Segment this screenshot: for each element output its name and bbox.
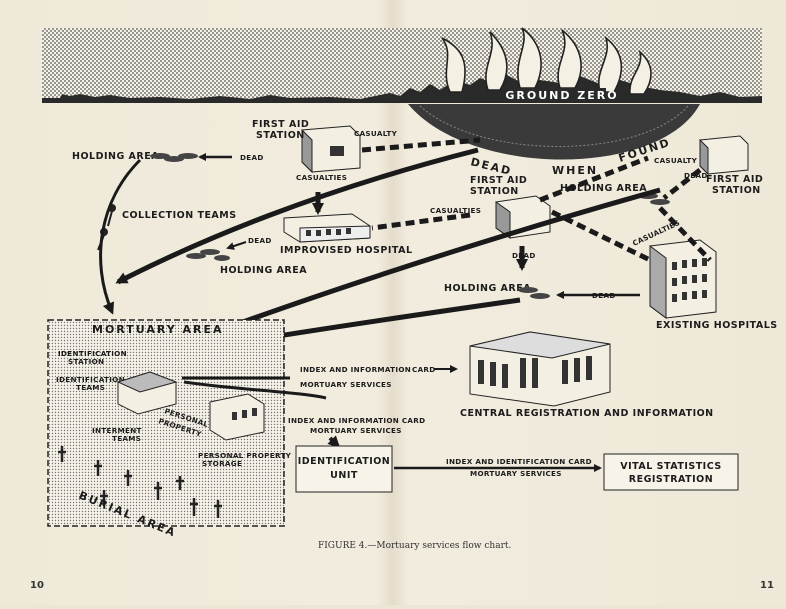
- first-aid-label-center-1: FIRST AID: [470, 175, 527, 186]
- casualty-label-right: CASUALTY: [654, 156, 698, 165]
- identification-teams-label-2: TEAMS: [76, 383, 105, 392]
- first-aid-label-left-2: STATION: [256, 130, 305, 141]
- existing-hospitals-label: EXISTING HOSPITALS: [656, 320, 778, 331]
- mortuary-services-label-1: MORTUARY SERVICES: [300, 380, 392, 389]
- personal-property-storage-1: PERSONAL PROPERTY: [198, 451, 292, 460]
- personal-property-building: [209, 393, 265, 441]
- holding-area-label-center: HOLDING AREA: [560, 183, 647, 194]
- first-aid-station-left: [301, 125, 361, 174]
- holding-area-label-left: HOLDING AREA: [72, 151, 159, 162]
- central-registration-label: CENTRAL REGISTRATION AND INFORMATION: [460, 408, 714, 419]
- personal-property-storage-2: STORAGE: [202, 459, 242, 468]
- first-aid-label-right-1: FIRST AID: [706, 174, 763, 185]
- identification-station-building: [116, 371, 178, 415]
- dashed-flow-lines: [361, 137, 712, 263]
- improvised-hospital-label: IMPROVISED HOSPITAL: [280, 245, 413, 256]
- first-aid-label-center-2: STATION: [470, 186, 519, 197]
- casualty-label-left: CASUALTY: [354, 129, 398, 138]
- card-label: CARD: [412, 365, 436, 374]
- first-aid-label-right-2: STATION: [712, 185, 761, 196]
- vital-statistics-box: [603, 453, 739, 491]
- page-number-right: 11: [760, 580, 774, 591]
- vital-statistics-label-2: REGISTRATION: [629, 474, 713, 485]
- fire-flames: [441, 27, 652, 95]
- central-registration-building: [469, 331, 611, 407]
- interment-teams-label-2: TEAMS: [112, 434, 141, 443]
- grave-crosses: [58, 446, 222, 518]
- identification-unit-label-2: UNIT: [330, 470, 358, 481]
- interment-teams-label-1: INTERMENT: [92, 426, 142, 435]
- bodies-left-holding: [150, 153, 198, 162]
- ground-zero-label-box: [518, 88, 606, 102]
- ground-zero-crater: [408, 104, 700, 160]
- identification-station-label-1: IDENTIFICATION: [58, 349, 127, 358]
- holding-area-label-lower: HOLDING AREA: [444, 283, 531, 294]
- improvised-hospital-building: [283, 213, 371, 243]
- collection-teams-label: COLLECTION TEAMS: [122, 210, 237, 221]
- index-information-card-label: INDEX AND INFORMATION CARD: [288, 416, 425, 425]
- mortuary-services-label-3: MORTUARY SERVICES: [470, 469, 562, 478]
- holding-area-label-mid: HOLDING AREA: [220, 265, 307, 276]
- ground-zero-label: GROUND ZERO: [505, 89, 618, 102]
- casualties-label-center: CASUALTIES: [430, 206, 481, 215]
- mortuary-services-label-2: MORTUARY SERVICES: [310, 426, 402, 435]
- vital-statistics-label-1: VITAL STATISTICS: [620, 461, 721, 472]
- existing-hospitals-building: [649, 239, 717, 319]
- index-identification-card-label: INDEX AND IDENTIFICATION CARD: [446, 457, 592, 466]
- casualties-label-left: CASUALTIES: [296, 173, 347, 182]
- first-aid-station-right: [699, 135, 749, 176]
- when-label: WHEN: [552, 164, 598, 177]
- bodies-improvised-holding: [186, 249, 230, 261]
- bodies-lower-holding: [518, 287, 550, 299]
- identification-teams-label-1: IDENTIFICATION: [56, 375, 125, 384]
- dead-label-improvised: DEAD: [248, 236, 272, 245]
- figure-caption: FIGURE 4.—Mortuary services flow chart.: [318, 541, 511, 551]
- identification-station-label-2: STATION: [68, 357, 104, 366]
- page-number-left: 10: [30, 580, 44, 591]
- mortuary-area-label: MORTUARY AREA: [92, 323, 224, 336]
- index-information-label: INDEX AND INFORMATION: [300, 365, 411, 374]
- dead-label-left: DEAD: [240, 153, 264, 162]
- identification-unit-box: [295, 445, 393, 493]
- identification-unit-label-1: IDENTIFICATION: [298, 456, 391, 467]
- first-aid-label-left-1: FIRST AID: [252, 119, 309, 130]
